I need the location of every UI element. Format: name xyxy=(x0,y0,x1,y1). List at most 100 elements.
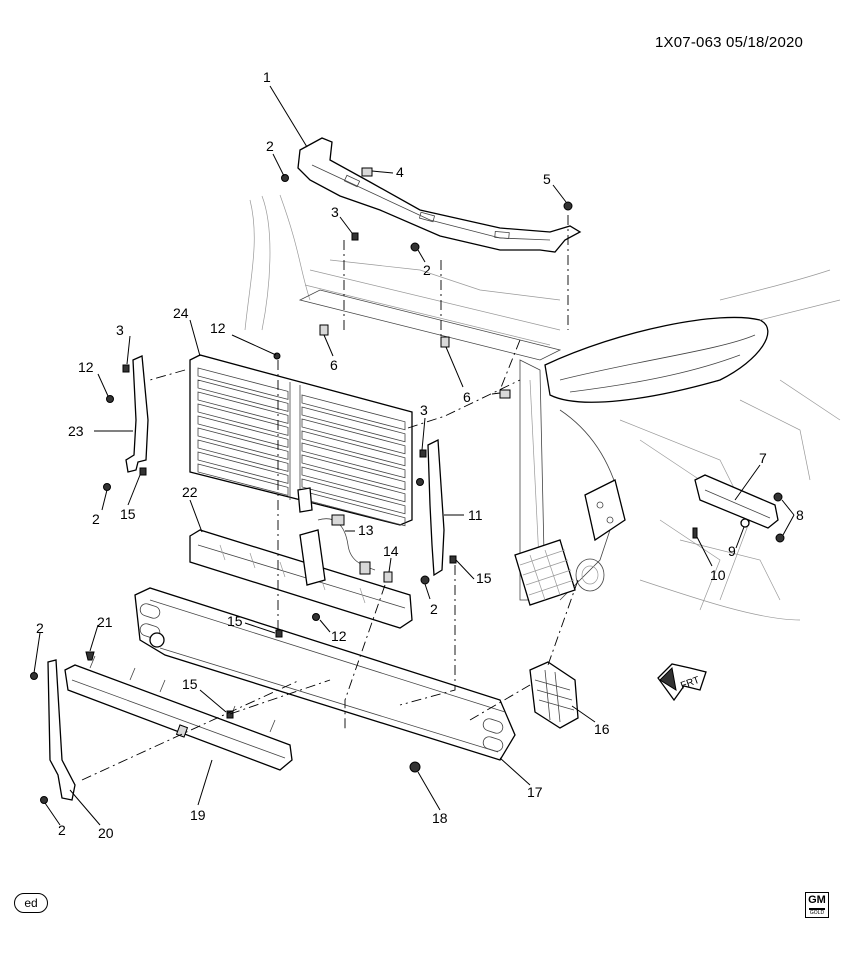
part-23-left-side-bracket xyxy=(125,355,149,473)
vehicle-front-structure xyxy=(244,194,841,621)
fastener-2-mid xyxy=(410,242,420,252)
callout-7: 7 xyxy=(759,450,767,466)
callout-1: 1 xyxy=(263,69,271,85)
fastener-2-left xyxy=(103,483,111,491)
part-7-bracket xyxy=(694,474,779,529)
fastener-3-left xyxy=(122,364,130,373)
shutter-louver xyxy=(301,394,406,431)
shutter-louver xyxy=(301,418,406,455)
shutter-louver xyxy=(197,427,289,460)
callout-2: 2 xyxy=(266,138,274,154)
callout-2: 2 xyxy=(423,262,431,278)
callout-12: 12 xyxy=(78,359,94,375)
fastener-2-far-left xyxy=(30,672,38,680)
fastener-15-right xyxy=(449,555,457,564)
shutter-louver xyxy=(197,403,289,436)
fastener-5 xyxy=(563,201,573,211)
fastener-6-right-a xyxy=(440,336,450,348)
part-19-lower-reinforcement xyxy=(64,655,293,771)
callout-3: 3 xyxy=(420,402,428,418)
callout-4: 4 xyxy=(396,164,404,180)
callout-5: 5 xyxy=(543,171,551,187)
fastener-21 xyxy=(85,651,95,661)
fastener-2-upper xyxy=(281,174,289,182)
callout-18: 18 xyxy=(432,810,448,826)
callout-15: 15 xyxy=(227,613,243,629)
callout-15: 15 xyxy=(120,506,136,522)
callout-19: 19 xyxy=(190,807,206,823)
callout-16: 16 xyxy=(594,721,610,737)
shutter-louver xyxy=(197,367,289,400)
callout-22: 22 xyxy=(182,484,198,500)
callout-13: 13 xyxy=(358,522,374,538)
callout-12: 12 xyxy=(331,628,347,644)
callout-24: 24 xyxy=(173,305,189,321)
callout-14: 14 xyxy=(383,543,399,559)
fasteners xyxy=(30,167,785,804)
gm-logo-text: GM xyxy=(808,894,826,906)
gm-logo-subtext: GOLD xyxy=(809,910,825,916)
diagram-code-date: 1X07-063 05/18/2020 xyxy=(655,34,804,51)
callout-10: 10 xyxy=(710,567,726,583)
callout-3: 3 xyxy=(331,204,339,220)
fastener-15-left xyxy=(139,467,147,476)
fastener-12-left xyxy=(106,395,114,403)
callout-15: 15 xyxy=(476,570,492,586)
callout-2: 2 xyxy=(92,511,100,527)
part-11-right-side-bracket xyxy=(427,438,445,577)
fastener-2-bottom xyxy=(40,796,48,804)
shutter-louver xyxy=(301,406,406,443)
gm-logo-icon: GM GOLD xyxy=(805,892,829,918)
callout-21: 21 xyxy=(97,614,113,630)
callout-17: 17 xyxy=(527,784,543,800)
fastener-15-lower xyxy=(226,710,234,719)
callout-8: 8 xyxy=(796,507,804,523)
leader-lines xyxy=(33,85,795,826)
callout-9: 9 xyxy=(728,543,736,559)
callout-23: 23 xyxy=(68,423,84,439)
fastener-6-right-b xyxy=(499,389,511,399)
callout-2: 2 xyxy=(36,620,44,636)
fastener-10 xyxy=(692,527,698,539)
shutter-louver xyxy=(197,415,289,448)
shutter-louver xyxy=(301,478,406,515)
part-20-vertical-bracket xyxy=(47,659,76,801)
callout-15: 15 xyxy=(182,676,198,692)
fastener-14 xyxy=(383,571,393,583)
shutter-louver xyxy=(197,379,289,412)
callout-12: 12 xyxy=(210,320,226,336)
part-22-lower-shutter-frame xyxy=(189,529,413,629)
callout-3: 3 xyxy=(116,322,124,338)
shutter-louver xyxy=(197,439,289,472)
alignment-lines xyxy=(81,215,579,781)
fastener-4 xyxy=(361,167,373,177)
shutter-louver xyxy=(301,430,406,467)
fastener-15-center xyxy=(275,629,283,638)
shutter-louver xyxy=(301,466,406,503)
fastener-12-top xyxy=(273,352,281,360)
fastener-8-b xyxy=(775,533,785,543)
part-13-actuator-harness xyxy=(297,487,376,586)
callout-6: 6 xyxy=(463,389,471,405)
gm-logo-bar xyxy=(809,908,825,910)
fastener-12-right xyxy=(416,478,424,486)
callout-2: 2 xyxy=(430,601,438,617)
front-direction-arrow-icon: FRT xyxy=(657,663,707,702)
shutter-louver xyxy=(197,391,289,424)
callout-20: 20 xyxy=(98,825,114,841)
fastener-3-right xyxy=(419,449,427,458)
callout-6: 6 xyxy=(330,357,338,373)
fastener-2-right xyxy=(420,575,430,585)
part-17-bumper-impact-bar xyxy=(134,587,516,761)
fastener-3-upper xyxy=(351,232,359,241)
part-16-air-guide xyxy=(529,661,579,729)
callout-2: 2 xyxy=(58,822,66,838)
fastener-12-lower xyxy=(312,613,320,621)
callout-11: 11 xyxy=(468,507,483,523)
part-1-upper-tie-bar-bracket xyxy=(297,137,582,253)
fastener-18 xyxy=(409,761,421,773)
shutter-louver xyxy=(301,454,406,491)
fastener-9 xyxy=(740,518,750,528)
